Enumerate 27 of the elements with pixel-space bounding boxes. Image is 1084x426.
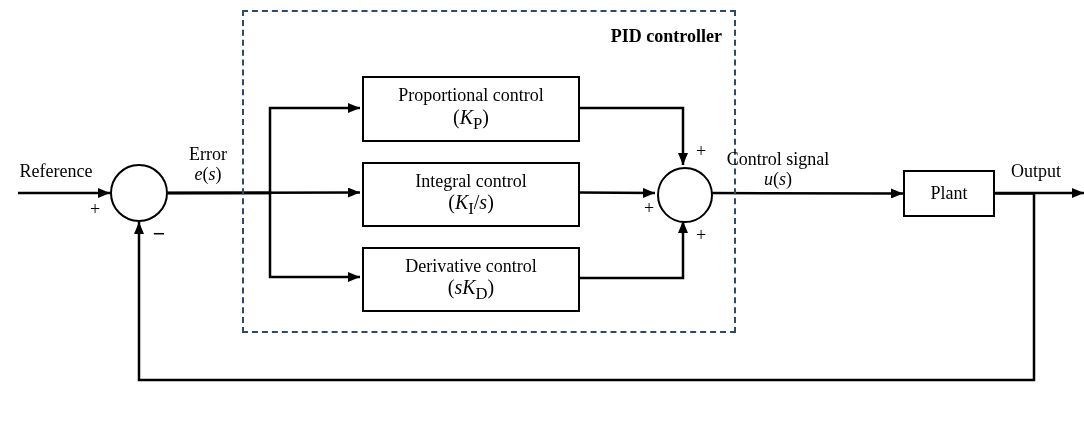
block-box [362, 76, 580, 142]
group-title: PID controller [610, 26, 722, 47]
sign-label: + [694, 142, 708, 162]
signal-arrow [711, 188, 903, 199]
transfer-function: (K$_{P}$) [453, 105, 489, 133]
sign-label: + [642, 199, 656, 219]
block-box [362, 162, 580, 227]
signal-arrow [168, 191, 360, 282]
transfer-function: (sK$_{D}$) [447, 276, 495, 304]
block-box [362, 247, 580, 312]
signal-label: Control signal u(s) [725, 150, 831, 190]
summing-junction [657, 167, 713, 223]
block-title: Plant [930, 183, 968, 204]
sign-label: − [151, 222, 167, 247]
signal-arrow [134, 192, 1036, 382]
signal-arrow [18, 188, 110, 198]
signal-label: Error e(s) [188, 145, 228, 185]
summing-junction [110, 164, 168, 222]
sign-label: + [88, 200, 102, 220]
block-box [903, 170, 995, 217]
signal-label: Reference [18, 162, 94, 182]
sign-label: + [694, 226, 708, 246]
transfer-function: (K$_{I}$/s) [448, 191, 494, 219]
block-title: Integral control [415, 170, 527, 192]
block-title: Derivative control [405, 255, 537, 277]
signal-label: Output [1010, 162, 1062, 182]
block-title: Proportional control [398, 85, 544, 106]
